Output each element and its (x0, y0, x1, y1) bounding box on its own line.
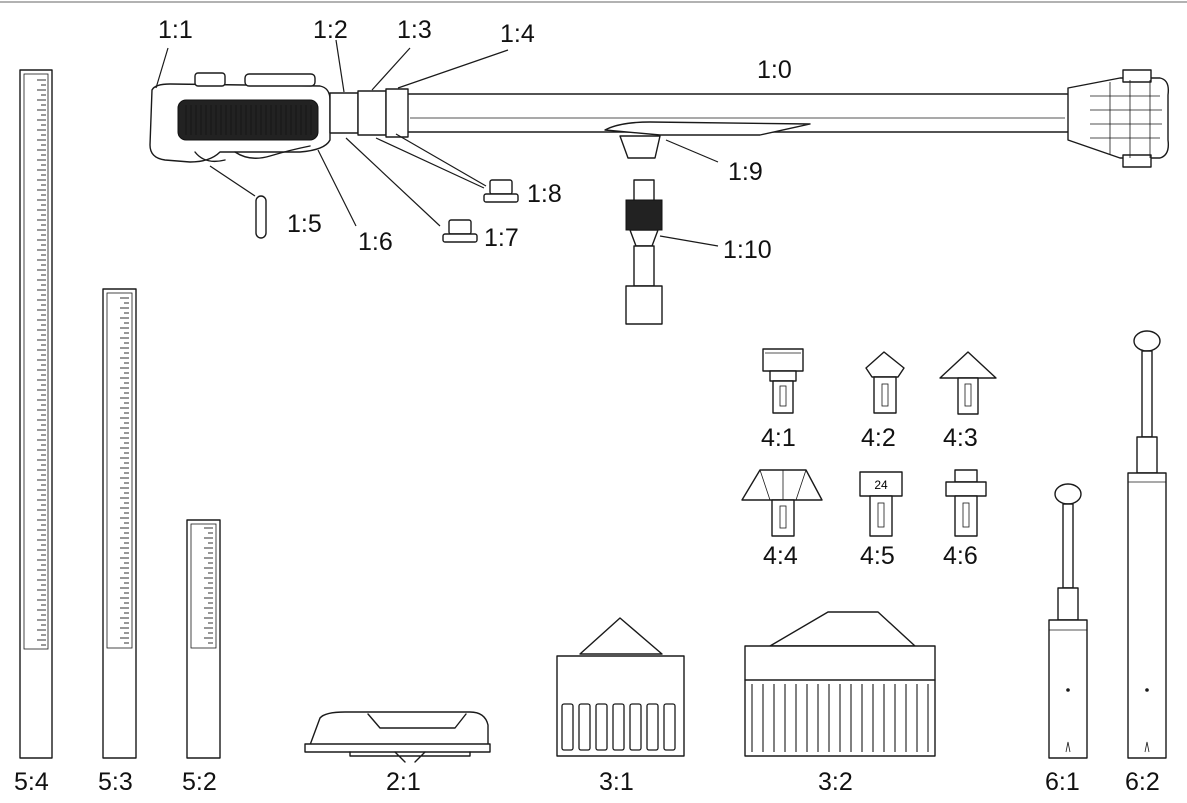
part-labels: 1:1 1:2 1:3 1:4 1:0 1:5 1:6 1:7 1:8 1:9 … (14, 16, 1160, 796)
collar-ring-1-3 (357, 90, 387, 136)
collar-ring-1-2 (329, 92, 359, 134)
collar-ring-1-4 (385, 88, 409, 138)
label-1-10: 1:10 (723, 236, 772, 264)
label-5-2: 5:2 (182, 768, 217, 796)
label-6-1: 6:1 (1045, 768, 1080, 796)
part-4-2-adapter (865, 351, 905, 414)
bracket-knob (619, 135, 661, 159)
part-1-9-bracket (604, 121, 811, 136)
label-1-0: 1:0 (757, 56, 792, 84)
part-5-3-rod (102, 288, 137, 759)
label-4-2: 4:2 (861, 424, 896, 452)
socket-slot (612, 703, 625, 751)
socket-slot (646, 703, 659, 751)
socket-slot (595, 703, 608, 751)
adapter-4-5-marking: 24 (874, 478, 888, 492)
part-4-5-adapter: 24 (859, 471, 903, 537)
label-1-3: 1:3 (397, 16, 432, 44)
head-grip-panel (177, 99, 319, 141)
part-6-1-probe (1048, 483, 1088, 759)
label-1-5: 1:5 (287, 210, 322, 238)
part-5-4-rod (19, 69, 53, 759)
part-3-1-socket (556, 617, 685, 757)
part-6-2-probe (1127, 330, 1167, 759)
label-1-2: 1:2 (313, 16, 348, 44)
wrench-end-cap (1067, 69, 1170, 168)
head-knob-left (194, 72, 226, 87)
head-grip-ridges (185, 105, 312, 135)
label-1-9: 1:9 (728, 158, 763, 186)
label-3-1: 3:1 (599, 768, 634, 796)
part-1-8-cap (483, 179, 519, 203)
label-4-6: 4:6 (943, 542, 978, 570)
label-4-4: 4:4 (763, 542, 798, 570)
part-5-2-rod (186, 519, 221, 759)
label-1-6: 1:6 (358, 228, 393, 256)
part-1-10-socket (625, 179, 663, 325)
label-1-1: 1:1 (158, 16, 193, 44)
label-1-8: 1:8 (527, 180, 562, 208)
socket-slot (578, 703, 591, 751)
part-1-0-wrench (149, 69, 1170, 168)
label-5-3: 5:3 (98, 768, 133, 796)
label-1-4: 1:4 (500, 20, 535, 48)
label-4-3: 4:3 (943, 424, 978, 452)
part-1-5-pin (255, 195, 267, 239)
part-1-7-cap (442, 219, 478, 243)
leader-lines (155, 39, 719, 247)
label-4-5: 4:5 (860, 542, 895, 570)
part-3-2-socket (744, 611, 936, 757)
part-4-3-adapter (939, 351, 997, 415)
socket-slot (629, 703, 642, 751)
part-2-1-plate (304, 711, 491, 763)
head-knob-right (244, 73, 316, 87)
label-4-1: 4:1 (761, 424, 796, 452)
label-6-2: 6:2 (1125, 768, 1160, 796)
part-4-1-adapter (762, 348, 804, 414)
part-4-4-adapter (741, 469, 823, 537)
label-2-1: 2:1 (386, 768, 421, 796)
label-1-7: 1:7 (484, 224, 519, 252)
part-4-6-adapter (945, 469, 987, 537)
socket-slot (561, 703, 574, 751)
wrench-head (149, 72, 331, 163)
label-5-4: 5:4 (14, 768, 49, 796)
socket-slot (663, 703, 676, 751)
label-3-2: 3:2 (818, 768, 853, 796)
